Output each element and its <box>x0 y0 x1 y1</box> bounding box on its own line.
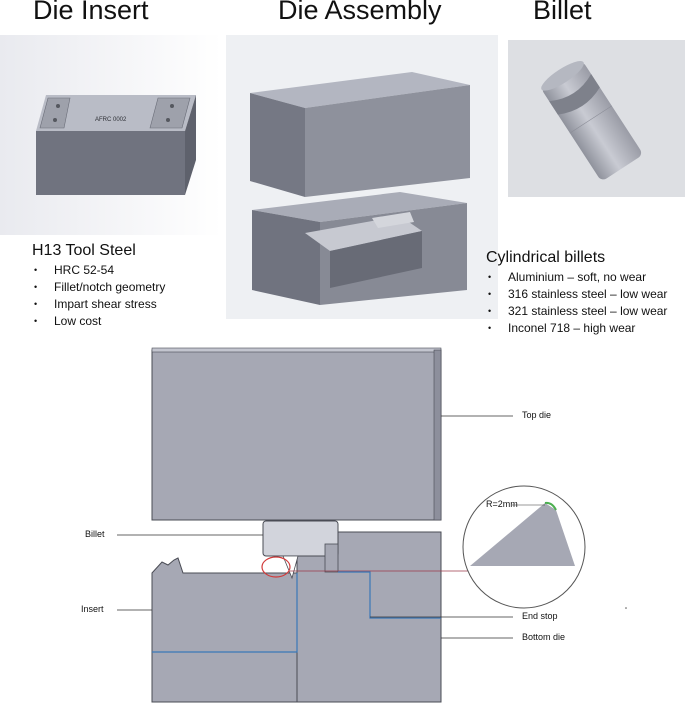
top-block-top-face <box>250 72 470 108</box>
billet-section <box>262 520 339 557</box>
billet-heading: Cylindrical billets <box>486 249 606 266</box>
top-block-left-face <box>250 93 305 197</box>
die-insert-render: AFRC 0002 <box>0 35 222 235</box>
billet-bullet-list: Aluminium – soft, no wear 316 stainless … <box>486 269 667 337</box>
bottom-die-label: Bottom die <box>522 632 566 642</box>
top-die-label: Top die <box>522 410 552 420</box>
billet-title: Billet <box>533 0 592 25</box>
end-stop-label: End stop <box>522 611 558 621</box>
list-item: Aluminium – soft, no wear <box>486 269 667 286</box>
assembly-insert-front <box>330 231 422 288</box>
list-item: Impart shear stress <box>32 296 165 313</box>
list-item: 316 stainless steel – low wear <box>486 286 667 303</box>
insert-label: Insert <box>81 604 104 614</box>
radius-marker <box>544 501 557 511</box>
list-item: 321 stainless steel – low wear <box>486 303 667 320</box>
zoomed-fillet <box>470 503 575 566</box>
die-insert-title: Die Insert <box>33 0 149 25</box>
insert-marking: AFRC 0002 <box>95 117 127 123</box>
billet-render <box>508 40 685 197</box>
bolt-hole <box>170 104 174 108</box>
insert-front-face <box>36 131 185 195</box>
bottom-block-left-face <box>252 210 320 305</box>
insert-bullet-list: HRC 52-54 Fillet/notch geometry Impart s… <box>32 262 165 330</box>
list-item: HRC 52-54 <box>32 262 165 279</box>
insert-spec-panel: H13 Tool Steel HRC 52-54 Fillet/notch ge… <box>32 242 165 330</box>
list-item: Fillet/notch geometry <box>32 279 165 296</box>
top-die-edge <box>151 347 442 353</box>
cross-section-diagram <box>117 347 627 703</box>
die-assembly-render <box>226 35 498 319</box>
bottom-block-top-face <box>252 192 467 222</box>
billet-label: Billet <box>85 529 105 539</box>
insert-split-line <box>152 573 298 653</box>
bolt-hole <box>56 104 60 108</box>
top-die-side <box>433 349 442 521</box>
die-insert-section <box>151 557 298 703</box>
billet-cylinder <box>542 62 642 180</box>
top-block-right-face <box>305 85 470 197</box>
insert-material-heading: H13 Tool Steel <box>32 242 136 259</box>
top-die <box>151 349 442 521</box>
bolt-hole <box>53 118 57 122</box>
assembly-billet <box>372 212 414 228</box>
list-item: Inconel 718 – high wear <box>486 320 667 337</box>
stray-dot <box>625 607 627 609</box>
insert-right-clamp <box>149 97 191 129</box>
bolt-hole <box>166 118 170 122</box>
list-item: Low cost <box>32 313 165 330</box>
insert-left-clamp <box>39 97 71 129</box>
bottom-die-split-line <box>338 571 441 619</box>
die-assembly-title: Die Assembly <box>278 0 442 25</box>
billet-groove <box>569 105 612 134</box>
end-stop <box>324 543 339 573</box>
billet-notch <box>549 73 600 115</box>
insert-side-face <box>185 95 196 195</box>
fillet-highlight <box>261 556 291 578</box>
radius-label: R=2mm <box>486 499 518 509</box>
billet-end-face <box>541 61 584 91</box>
billet-spec-panel: Cylindrical billets Aluminium – soft, no… <box>486 249 667 337</box>
